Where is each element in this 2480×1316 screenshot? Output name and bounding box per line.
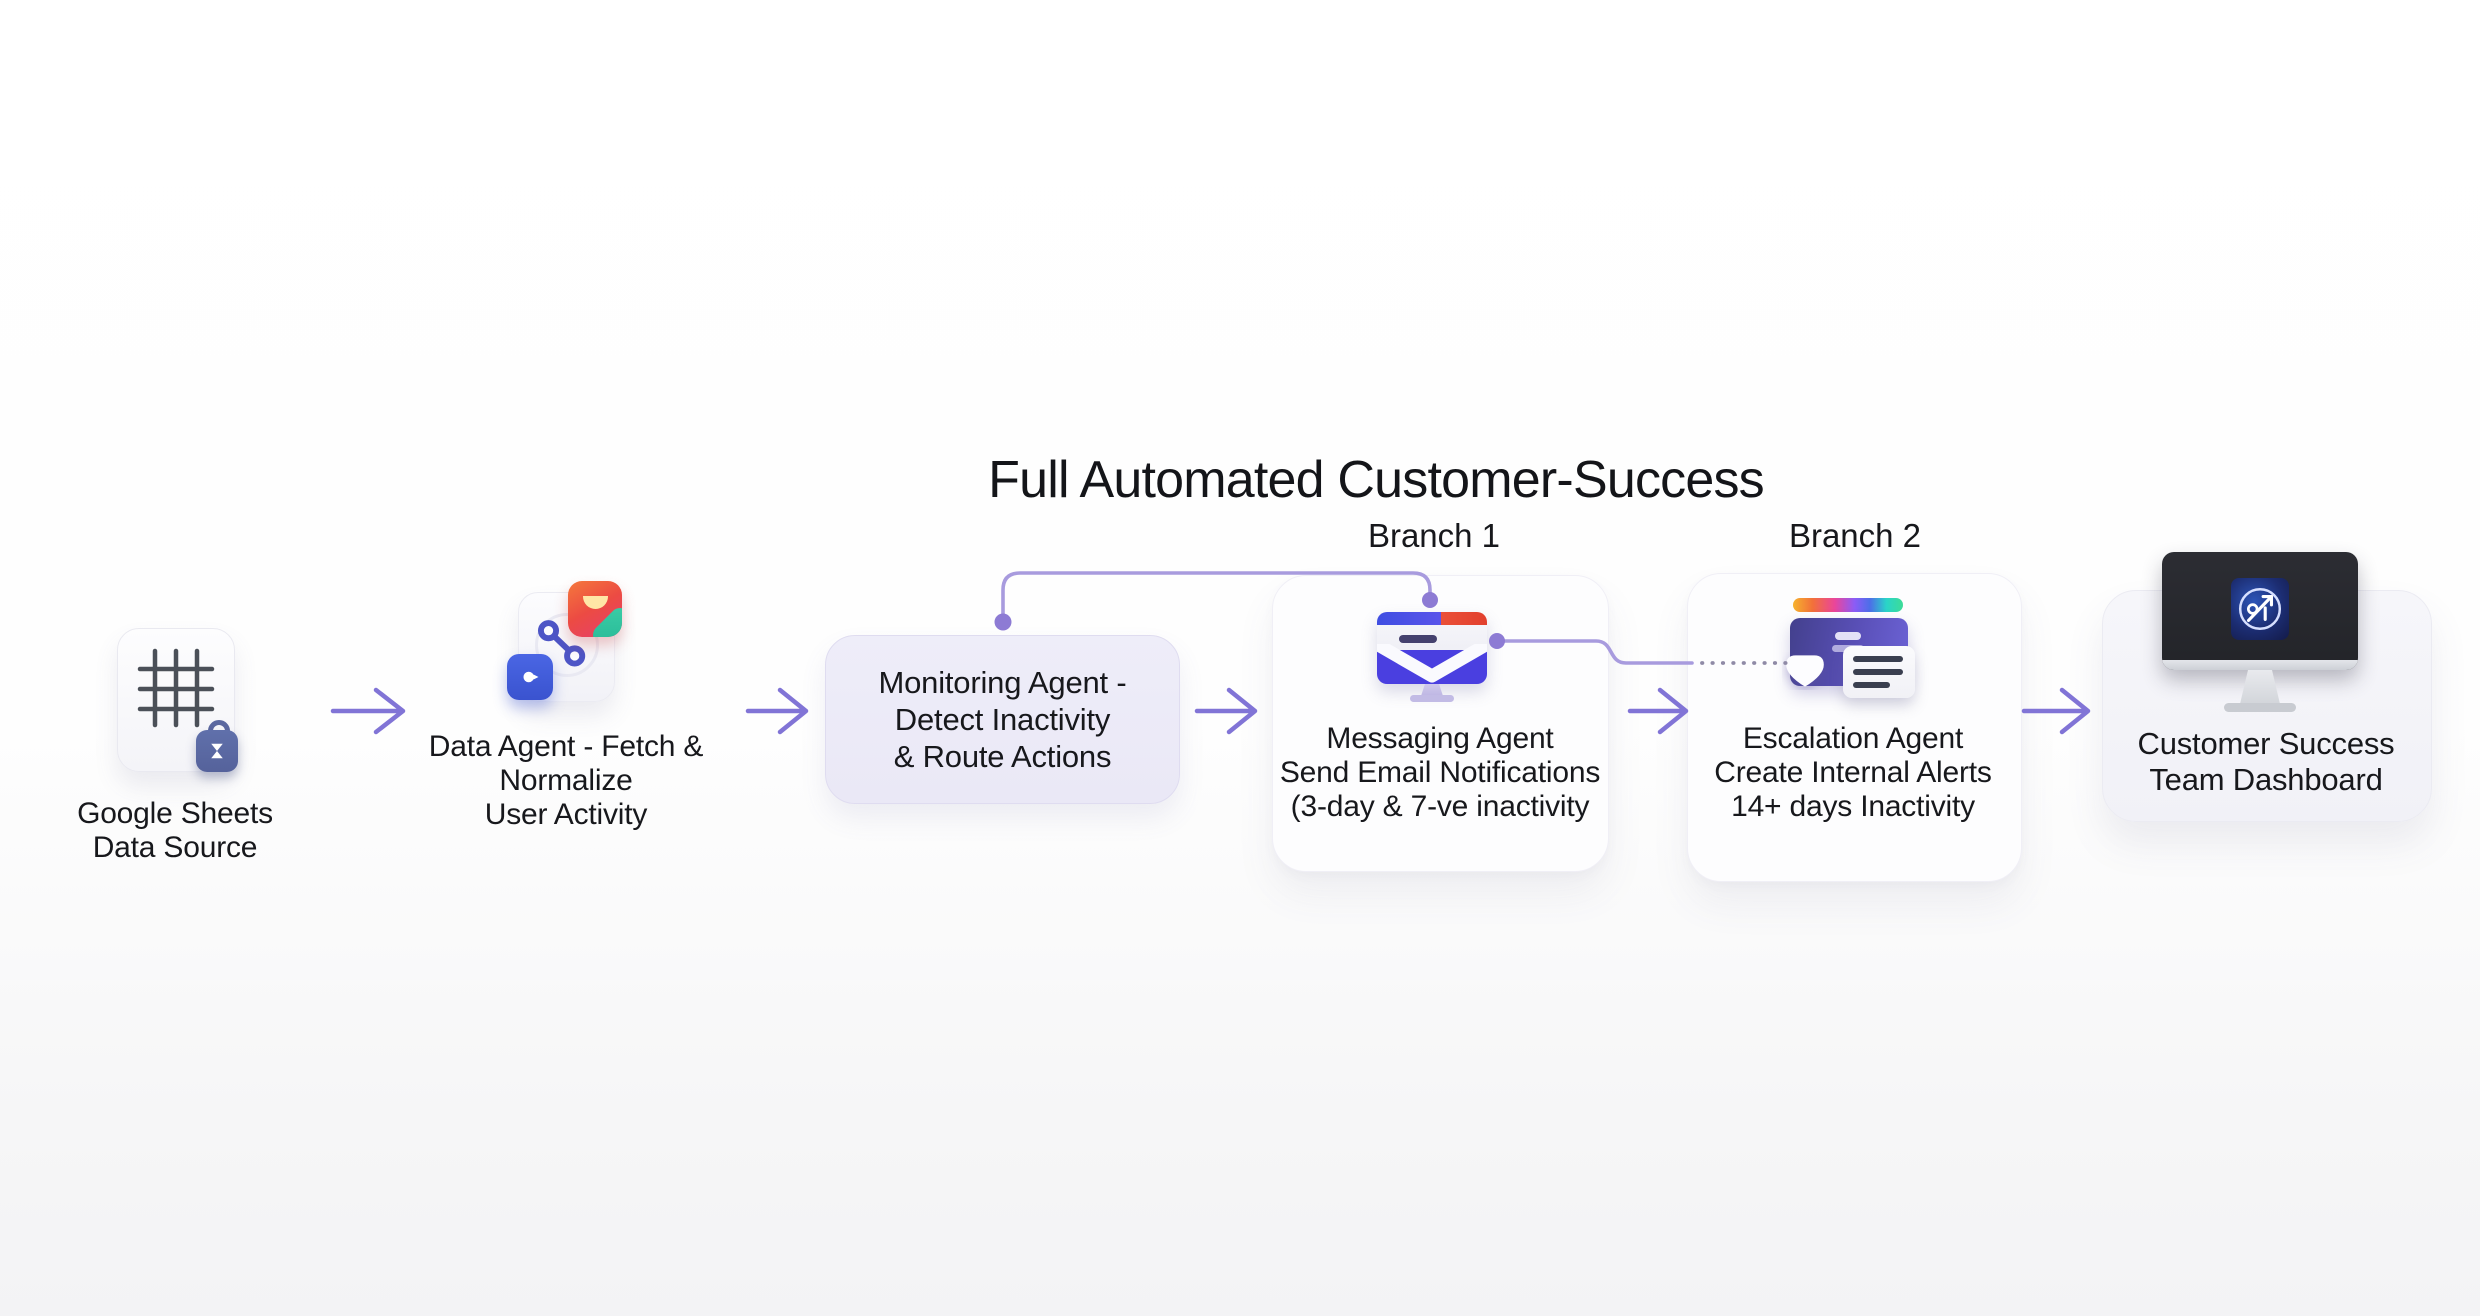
- monitor-base: [2224, 703, 2296, 712]
- note-line: [1853, 682, 1890, 688]
- analytics-logo-icon: [2231, 578, 2289, 640]
- notes-card-icon: [1843, 646, 1915, 698]
- page-title: Full Automated Customer-Success: [988, 451, 1765, 509]
- google-sheets-label: Google Sheets Data Source: [77, 797, 273, 864]
- google-sheets-node: [117, 628, 235, 772]
- note-line: [1853, 656, 1903, 662]
- blob-glyph: [523, 671, 539, 683]
- share-nodes-icon: [537, 620, 586, 667]
- bowl-glyph: [583, 596, 608, 609]
- monitor-base: [1410, 695, 1454, 702]
- monitor-chin: [2162, 660, 2358, 670]
- messaging-agent-label: Messaging Agent Send Email Notifications…: [1279, 722, 1601, 823]
- monitoring-agent-node: Monitoring Agent - Detect Inactivity & R…: [825, 635, 1180, 804]
- card-ring: [535, 613, 599, 677]
- subject-bar: [1399, 635, 1437, 643]
- email-monitor-screen: [1377, 612, 1487, 684]
- hourglass-icon: [211, 743, 223, 759]
- toolbar-red: [1440, 612, 1487, 625]
- badge-body: [196, 730, 238, 772]
- connector-dot: [994, 613, 1012, 631]
- flow-arrow-2: [745, 687, 809, 735]
- rainbow-bar-icon: [1793, 598, 1903, 612]
- monitor-screen: [2162, 552, 2358, 670]
- escalation-agent-label: Escalation Agent Create Internal Alerts …: [1714, 722, 1992, 823]
- email-toolbar: [1377, 612, 1487, 625]
- monitoring-agent-label: Monitoring Agent - Detect Inactivity & R…: [878, 665, 1127, 774]
- data-agent-label: Data Agent - Fetch & Normalize User Acti…: [428, 730, 704, 831]
- flow-arrow-1: [330, 687, 406, 735]
- branch1-label: Branch 1: [1367, 517, 1501, 554]
- growth-percent-glyph: [2238, 587, 2282, 631]
- flow-arrow-3: [1194, 687, 1258, 735]
- monitor-stand: [1421, 684, 1443, 696]
- monitor-stand: [2240, 670, 2280, 704]
- hourglass-lock-badge-icon: [196, 720, 238, 772]
- note-line: [1853, 669, 1903, 675]
- branch2-label: Branch 2: [1788, 517, 1922, 554]
- blue-notifier-badge-icon: [507, 654, 553, 700]
- envelope-icon: [1377, 644, 1487, 684]
- desktop-analytics-monitor-icon: [2162, 552, 2358, 712]
- heart-icon: [1786, 655, 1824, 687]
- spreadsheet-grid-icon: [137, 648, 215, 728]
- dashboard-label: Customer Success Team Dashboard: [2137, 726, 2395, 797]
- alert-card-notes-icon: [1782, 594, 1918, 702]
- email-monitor-icon: [1377, 612, 1487, 702]
- gradient-app-badge-icon: [568, 581, 622, 637]
- toolbar-blue: [1377, 612, 1441, 625]
- card-line: [1835, 632, 1861, 640]
